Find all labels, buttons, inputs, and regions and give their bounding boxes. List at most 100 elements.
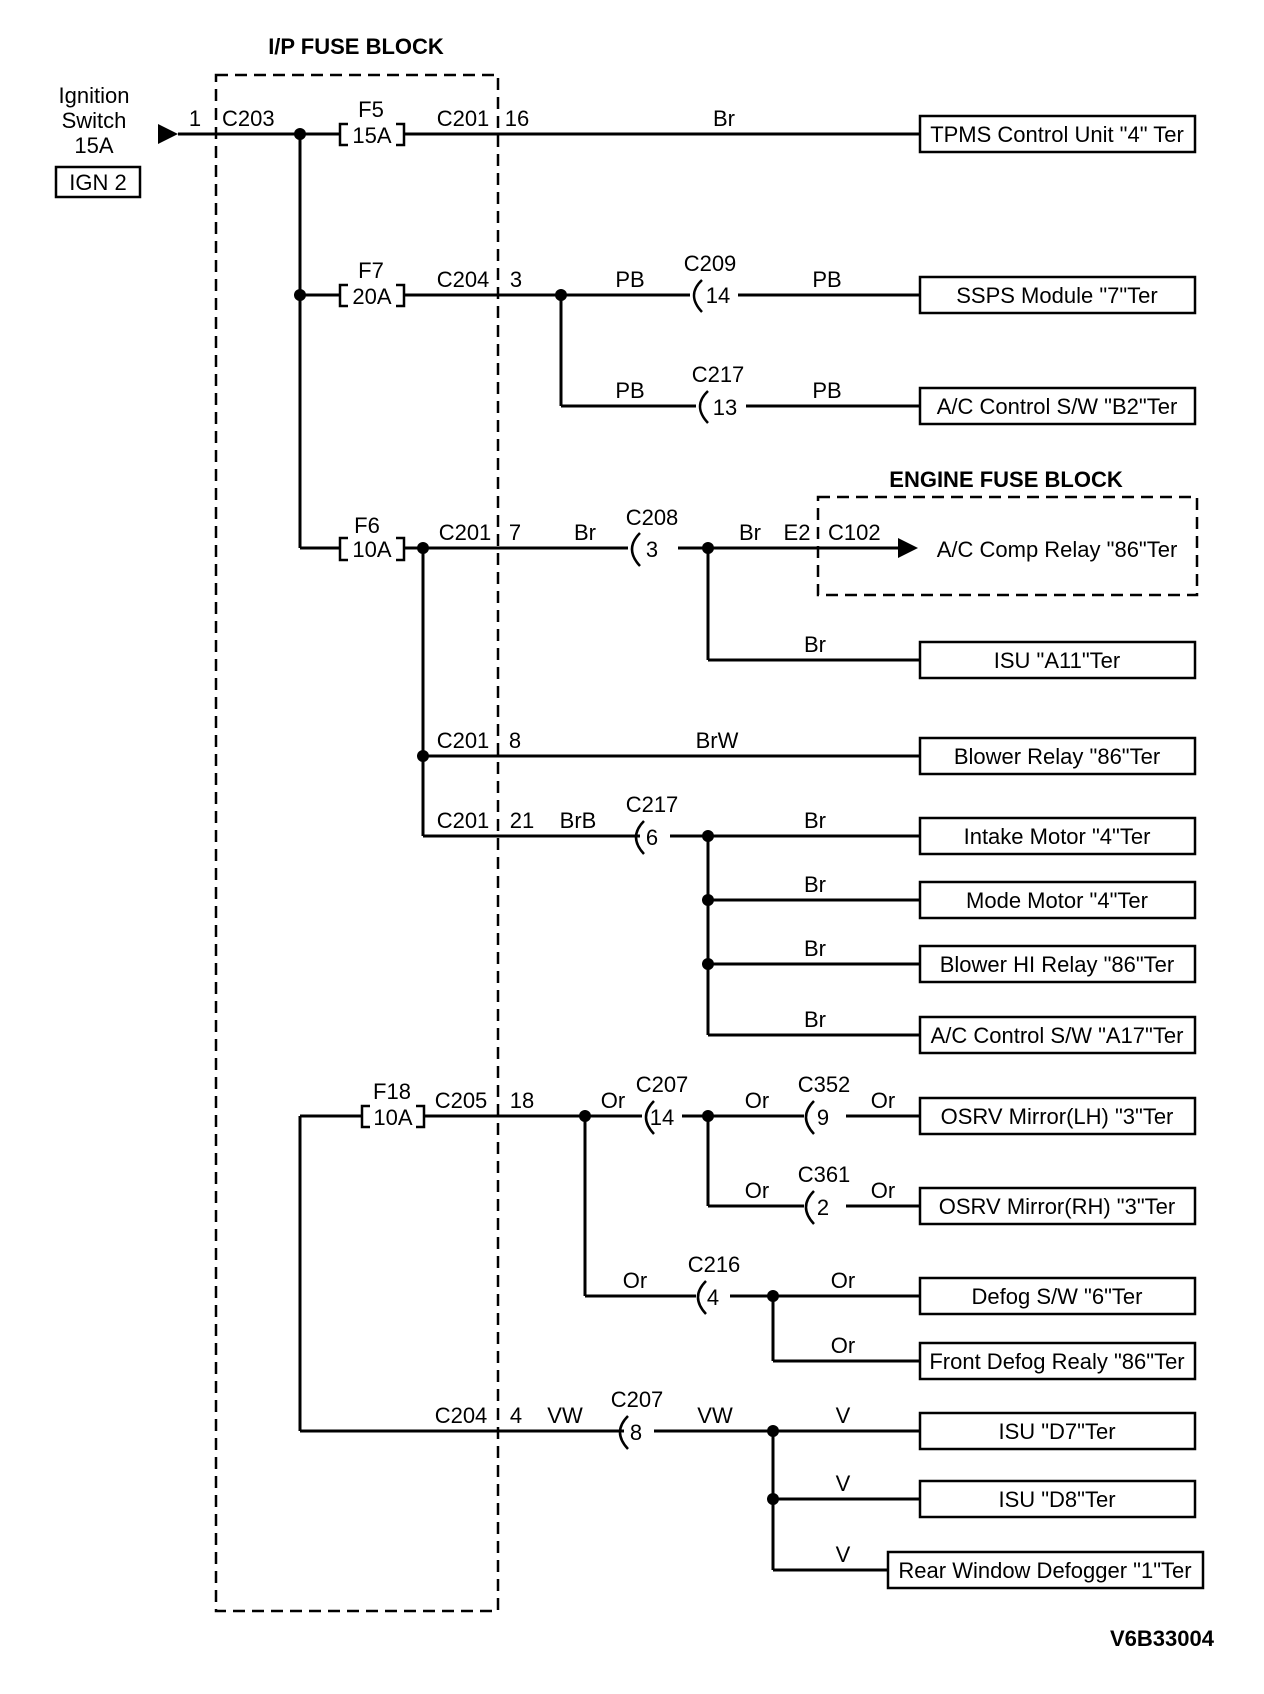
inline-connector-symbol [696, 1280, 707, 1315]
terminal-label: A/C Control S/W "B2"Ter [937, 394, 1178, 419]
inline-connector-label: C217 [692, 362, 745, 387]
fuse-f5-label: F5 [358, 97, 384, 122]
terminal-label: Mode Motor "4"Ter [966, 888, 1148, 913]
wire-color-label: Or [831, 1333, 855, 1358]
inline-connector-label: C209 [684, 251, 737, 276]
inline-connector-symbol [698, 390, 709, 424]
terminal-box-isu-d8 [918, 1479, 1197, 1519]
inline-connector-symbol [618, 1415, 629, 1450]
terminal-label: Rear Window Defogger "1"Ter [898, 1558, 1191, 1583]
terminal-box-front-defog-relay [918, 1341, 1197, 1381]
wire-color-label: PB [812, 267, 841, 292]
connector-label: C201 [437, 808, 490, 833]
inline-connector-pin: 14 [706, 283, 730, 308]
source-pin: 1 [189, 106, 201, 131]
terminal-box-intake-motor [918, 816, 1197, 856]
inline-connector-symbol [692, 279, 703, 313]
inline-connector-label: C361 [798, 1162, 851, 1187]
connector-label: C201 [439, 520, 492, 545]
terminal-box-isu-a11 [918, 640, 1197, 680]
terminal-box-defog-sw [918, 1276, 1197, 1316]
inline-connector-pin: 2 [817, 1195, 829, 1220]
connector-pin: 8 [509, 728, 521, 753]
engine-fuse-block-outline [816, 495, 1199, 597]
source-label-line1: Ignition [59, 83, 130, 108]
ign2-label: IGN 2 [69, 170, 126, 195]
engine-connector-pin: E2 [784, 520, 811, 545]
fuse-f5-rating: 15A [352, 123, 391, 148]
wire-color-label: VW [697, 1403, 733, 1428]
wire-color-label: Or [623, 1268, 647, 1293]
terminal-box-ac-control-a17 [918, 1015, 1197, 1055]
terminal-label: A/C Control S/W "A17"Ter [931, 1023, 1184, 1048]
inline-connector-pin: 6 [646, 825, 658, 850]
wire-color-label: PB [615, 378, 644, 403]
fuse-f18-rating: 10A [373, 1105, 412, 1130]
connector-label: C205 [435, 1088, 488, 1113]
terminal-box-ssps [918, 275, 1197, 315]
terminal-label: Intake Motor "4"Ter [964, 824, 1151, 849]
fuse-f7-label: F7 [358, 258, 384, 283]
inline-connector-pin: 4 [707, 1285, 719, 1310]
ip-fuse-block-title: I/P FUSE BLOCK [268, 34, 444, 59]
wire-color-label: BrB [560, 808, 597, 833]
connector-pin: 18 [510, 1088, 534, 1113]
engine-connector-label: C102 [828, 520, 881, 545]
terminal-box-osrv-rh [918, 1186, 1197, 1226]
wire-color-label: Br [574, 520, 596, 545]
terminal-label: Blower Relay "86"Ter [954, 744, 1160, 769]
connector-pin: 3 [510, 267, 522, 292]
wire-color-label: Or [871, 1178, 895, 1203]
source-label-line3: 15A [74, 133, 113, 158]
fuse-f6-label: F6 [354, 513, 380, 538]
wire-color-label: PB [615, 267, 644, 292]
terminal-label: ISU "A11"Ter [994, 648, 1120, 673]
fuse-f6-rating: 10A [352, 537, 391, 562]
arrow-icon [898, 538, 918, 558]
inline-connector-pin: 3 [646, 537, 658, 562]
wire-color-label: Br [804, 936, 826, 961]
connector-pin: 16 [505, 106, 529, 131]
terminal-box-tpms [918, 114, 1197, 154]
inline-connector-pin: 13 [713, 395, 737, 420]
terminal-label: SSPS Module "7"Ter [956, 283, 1158, 308]
source-arrow-icon [158, 124, 178, 144]
terminal-label: OSRV Mirror(LH) "3"Ter [941, 1104, 1174, 1129]
inline-connector-label: C207 [636, 1072, 689, 1097]
terminal-label: Front Defog Realy "86"Ter [929, 1349, 1184, 1374]
wire-color-label: BrW [696, 728, 739, 753]
wire-color-label: Or [831, 1268, 855, 1293]
connector-pin: 4 [510, 1403, 522, 1428]
wire-color-label: Br [713, 106, 735, 131]
terminal-box-ac-control-b2 [918, 386, 1197, 426]
figure-id: V6B33004 [1110, 1626, 1215, 1651]
wire-color-label: Br [804, 872, 826, 897]
connector-label: C204 [437, 267, 490, 292]
wire-color-label: Or [871, 1088, 895, 1113]
terminal-label: Defog S/W "6"Ter [972, 1284, 1143, 1309]
inline-connector-label: C217 [626, 792, 679, 817]
fuse-f7-rating: 20A [352, 284, 391, 309]
terminal-label: OSRV Mirror(RH) "3"Ter [939, 1194, 1175, 1219]
inline-connector-symbol [804, 1100, 815, 1135]
inline-connector-symbol [630, 532, 641, 567]
wire-color-label: V [836, 1471, 851, 1496]
connector-pin: 7 [509, 520, 521, 545]
wire-color-label: PB [812, 378, 841, 403]
terminal-label: A/C Comp Relay "86"Ter [937, 537, 1178, 562]
inline-connector-pin: 14 [650, 1105, 674, 1130]
terminal-box-blower-hi-relay [918, 944, 1197, 984]
terminal-label: TPMS Control Unit "4" Ter [930, 122, 1184, 147]
terminal-box-isu-d7 [918, 1411, 1197, 1451]
ign2-box [54, 165, 142, 199]
inline-connector-pin: 8 [630, 1420, 642, 1445]
wire-color-label: Br [804, 808, 826, 833]
wire-color-label: V [836, 1542, 851, 1567]
terminal-box-mode-motor [918, 880, 1197, 920]
terminal-label: ISU "D8"Ter [998, 1487, 1115, 1512]
ip-fuse-block-outline [214, 73, 500, 1613]
terminal-box-osrv-lh [918, 1096, 1197, 1136]
inline-connector-symbol [804, 1190, 815, 1225]
terminal-box-blower-relay [918, 736, 1197, 776]
terminal-label: ISU "D7"Ter [998, 1419, 1115, 1444]
